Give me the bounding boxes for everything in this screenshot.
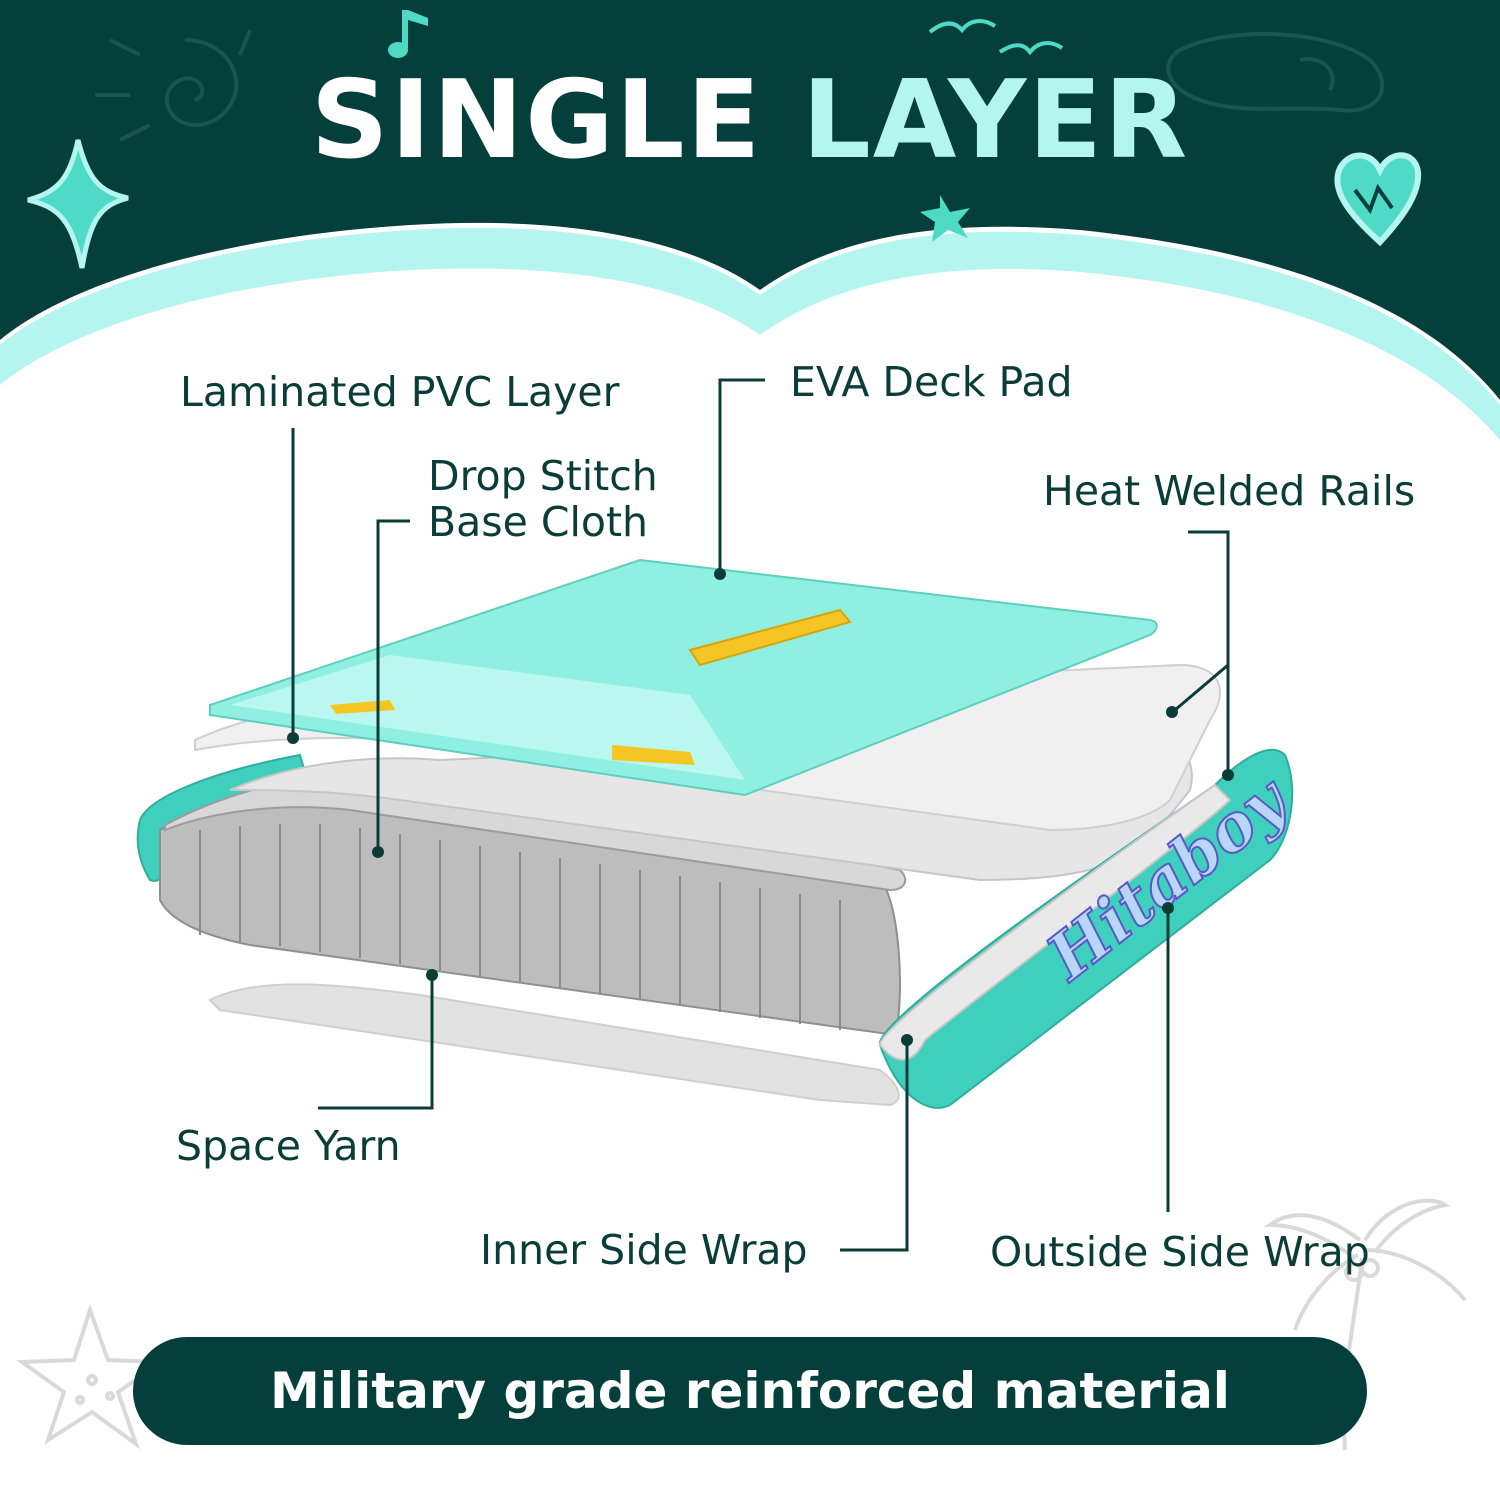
space-yarn-fibers	[199, 824, 841, 1030]
page-title: SINGLE LAYER	[0, 61, 1500, 181]
music-note-icon	[388, 10, 428, 58]
handle-center	[688, 608, 852, 667]
starfish-small-icon	[920, 195, 970, 242]
inner-side-wrap	[879, 783, 1232, 1061]
label-drop-stitch-line2: Base Cloth	[428, 498, 649, 546]
heart-icon	[1334, 152, 1422, 247]
dot-space-yarn	[426, 969, 438, 981]
base-bottom-layer	[208, 983, 900, 1107]
title-word-layer: LAYER	[801, 58, 1190, 183]
goggles-doodle-icon	[1166, 32, 1385, 113]
handle-front	[612, 745, 695, 765]
label-drop-stitch-line1: Drop Stitch	[428, 452, 658, 500]
dot-heat-welded-rail	[1222, 769, 1234, 781]
leader-inner-side-wrap	[840, 1040, 909, 1252]
dot-drop-stitch	[372, 846, 384, 858]
dot-eva-deck	[714, 568, 726, 580]
sun-doodle-icon	[95, 29, 252, 142]
dot-outside-side-wrap	[1162, 902, 1174, 914]
footer-banner: Military grade reinforced material	[133, 1337, 1367, 1445]
leader-heat-welded	[1174, 530, 1230, 712]
leader-eva-deck	[718, 378, 765, 572]
label-laminated-pvc-layer: Laminated PVC Layer	[180, 368, 620, 416]
label-space-yarn: Space Yarn	[176, 1122, 401, 1170]
dot-laminated-pvc	[287, 732, 299, 744]
dot-inner-side-wrap	[901, 1034, 913, 1046]
footer-banner-text: Military grade reinforced material	[270, 1362, 1230, 1420]
dot-heat-welded	[1166, 706, 1178, 718]
title-word-single: SINGLE	[310, 58, 763, 183]
sparkle-star-icon	[27, 139, 129, 269]
label-eva-deck-pad: EVA Deck Pad	[790, 358, 1073, 406]
label-outside-side-wrap: Outside Side Wrap	[990, 1228, 1370, 1276]
leader-space-yarn	[318, 975, 434, 1110]
seagulls-icon	[928, 19, 1064, 56]
label-heat-welded-rails: Heat Welded Rails	[1043, 467, 1416, 515]
outside-side-wrap-rail	[878, 748, 1294, 1109]
header-background	[0, 0, 1500, 400]
leader-drop-stitch	[376, 519, 410, 850]
label-inner-side-wrap: Inner Side Wrap	[480, 1226, 808, 1274]
